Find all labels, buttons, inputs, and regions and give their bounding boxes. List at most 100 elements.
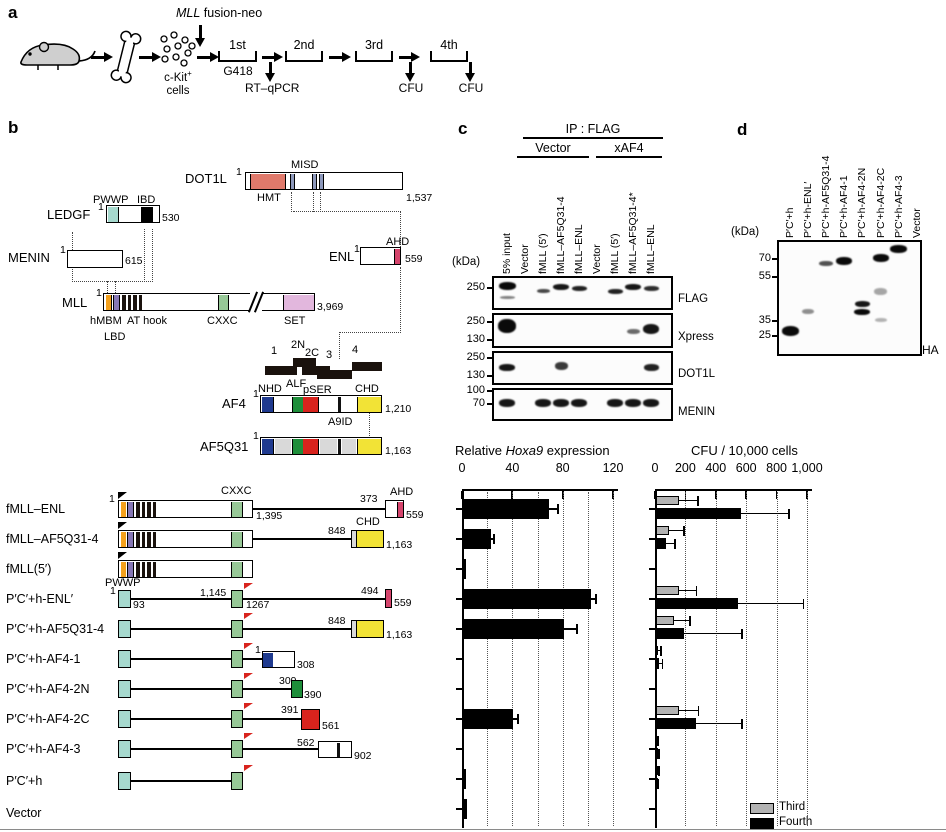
hoxa9-chart-row-tick-8 [456, 748, 462, 750]
cfu-fourth-bar-9-err [656, 782, 658, 785]
hoxa9-chart-tick-0 [461, 491, 463, 499]
ckit-line2: cells [166, 84, 190, 97]
mll-italic: MLL [176, 6, 201, 20]
af4-pser-label: pSER [303, 384, 332, 396]
construct-7-red-flag [243, 703, 253, 709]
construct-label-10: Vector [6, 806, 42, 820]
hoxa9-chart-title: Relative Hoxa9 expression [455, 443, 610, 459]
c2-athook-0 [136, 561, 140, 577]
c4-fusion-start: 848 [328, 615, 346, 627]
panel-c-band-20 [643, 399, 659, 407]
hoxa9-bar-1-err [490, 538, 494, 540]
panel-c-band-14 [499, 399, 515, 407]
construct-3-pwwp-box [118, 590, 131, 608]
af5-a9id-line [338, 438, 341, 454]
hoxa9-chart-row-tick-10 [456, 808, 462, 810]
af4-a9id-label: A9ID [328, 416, 353, 428]
panel-c-band-3 [553, 284, 569, 290]
panel-d-lane-label-3: P′C′+h-AF4-1 [838, 175, 851, 238]
panel-d-band-0 [781, 326, 799, 336]
passage-label-3: 4th [440, 38, 458, 52]
protein-af4-end: 1,210 [385, 403, 412, 415]
cfu-third-bar-0-cap [697, 495, 699, 506]
panel-d-marker-2: 35 [758, 314, 771, 326]
af4-segment-bar-2 [302, 366, 330, 375]
cfu-third-bar-7 [656, 706, 679, 715]
c8-box [318, 741, 352, 758]
cfu-fourth-bar-3-err [738, 602, 803, 605]
passage-bracket-2 [355, 51, 393, 62]
cfu-fourth-bar-1-cap [674, 538, 676, 549]
c4-chd-box [356, 620, 384, 638]
hoxa9-chart-gridline-60 [537, 492, 539, 826]
protein-menin-bar [67, 250, 123, 268]
construct-3-red-flag [243, 583, 253, 589]
g418-label: G418 [223, 64, 253, 78]
ha-blot-label: HA [922, 343, 939, 357]
panel-d-band-1 [802, 308, 815, 314]
panel-c-marker-3-1: 70 [472, 397, 485, 409]
cfu-fourth-bar-7-cap [741, 718, 743, 729]
bone-icon [110, 30, 142, 84]
group-vector-underline [517, 156, 589, 158]
panel-c-band-12 [554, 362, 568, 370]
cfu-third-bar-9-cap [658, 765, 660, 776]
connector-dotted-v-3 [400, 211, 401, 247]
panel-c-band-7 [643, 285, 659, 291]
panel-c-lane-label-2: fMLL (5′) [537, 233, 549, 274]
cfu-third-bar-3-cap [695, 585, 698, 596]
enl-ahd-label: AHD [386, 236, 410, 248]
panel-c-lane-label-8: fMLL–ENL [645, 224, 657, 274]
construct-4-cxxc-box [231, 620, 243, 638]
c3-ahd-box [385, 589, 392, 608]
protein-mll-end: 3,969 [317, 301, 344, 313]
construct-9-pwwp-box [118, 772, 131, 790]
protein-af5q31-name: AF5Q31 [200, 439, 249, 454]
construct-0-tail [253, 508, 385, 510]
panel-d-lane-label-5: P′C′+h-AF4-2C [874, 167, 887, 238]
panel-c-marker-2-0: 250 [466, 351, 485, 363]
mll-set-label: SET [284, 315, 306, 327]
panel-c-lane-label-7: fMLL–AF5Q31-4* [627, 192, 639, 274]
panel-c-band-9 [626, 328, 640, 334]
legend-third-swatch [750, 803, 774, 814]
cfu-fourth-bar-3-cap [802, 598, 805, 609]
cfu-chart-gridline-200 [685, 492, 687, 826]
cfu-chart-row-tick-6 [649, 688, 655, 690]
hoxa9-bar-0-err [548, 508, 558, 510]
cfu-third-bar-3-err [678, 589, 696, 592]
hoxa9-bar-7-cap [517, 714, 519, 724]
panel-c-band-16 [553, 399, 569, 407]
c1-fusion-start: 848 [328, 525, 346, 537]
connector-dotted-v-6 [144, 229, 145, 282]
hoxa9-chart-row-tick-6 [456, 688, 462, 690]
panel-c-marker-tick-2-1 [487, 375, 492, 377]
mll-at-hook-stripe-1 [127, 294, 131, 310]
cfu-fourth-bar-1 [656, 538, 666, 549]
panel-c-kda-label: (kDa) [452, 256, 481, 268]
dot1l-misd-label: MISD [291, 159, 319, 171]
c0-athook-1 [141, 501, 145, 517]
mll-hmbm-label: hMBM [90, 315, 122, 327]
connector-dotted-v-0 [291, 192, 292, 212]
protein-dot1l-start: 1 [236, 166, 242, 178]
cfu-chart-row-tick-0 [649, 508, 655, 510]
construct-3-tail [243, 598, 385, 600]
panel-c-blot-box-1 [492, 313, 673, 348]
construct-8-cxxc-box [231, 740, 243, 758]
protein-af4-name: AF4 [222, 396, 246, 411]
construct-5-red-flag [243, 643, 253, 649]
c8-end: 902 [354, 750, 372, 762]
cfu-fourth-bar-5 [656, 658, 660, 669]
cfu-third-bar-4 [656, 616, 675, 625]
hoxa9-title-prefix: Relative [455, 443, 506, 458]
cfu-chart-row-tick-5 [649, 658, 655, 660]
cfu-fourth-bar-0-err [741, 512, 789, 515]
hoxa9-bar-3 [463, 589, 592, 609]
cfu-fourth-bar-0-cap [788, 508, 790, 519]
cfu-third-bar-4-err [674, 619, 690, 622]
c3-end: 559 [394, 597, 412, 609]
construct-8-red-flag [243, 733, 253, 739]
cfu-chart-x-axis [655, 489, 812, 492]
c0-athook-2 [147, 501, 151, 517]
